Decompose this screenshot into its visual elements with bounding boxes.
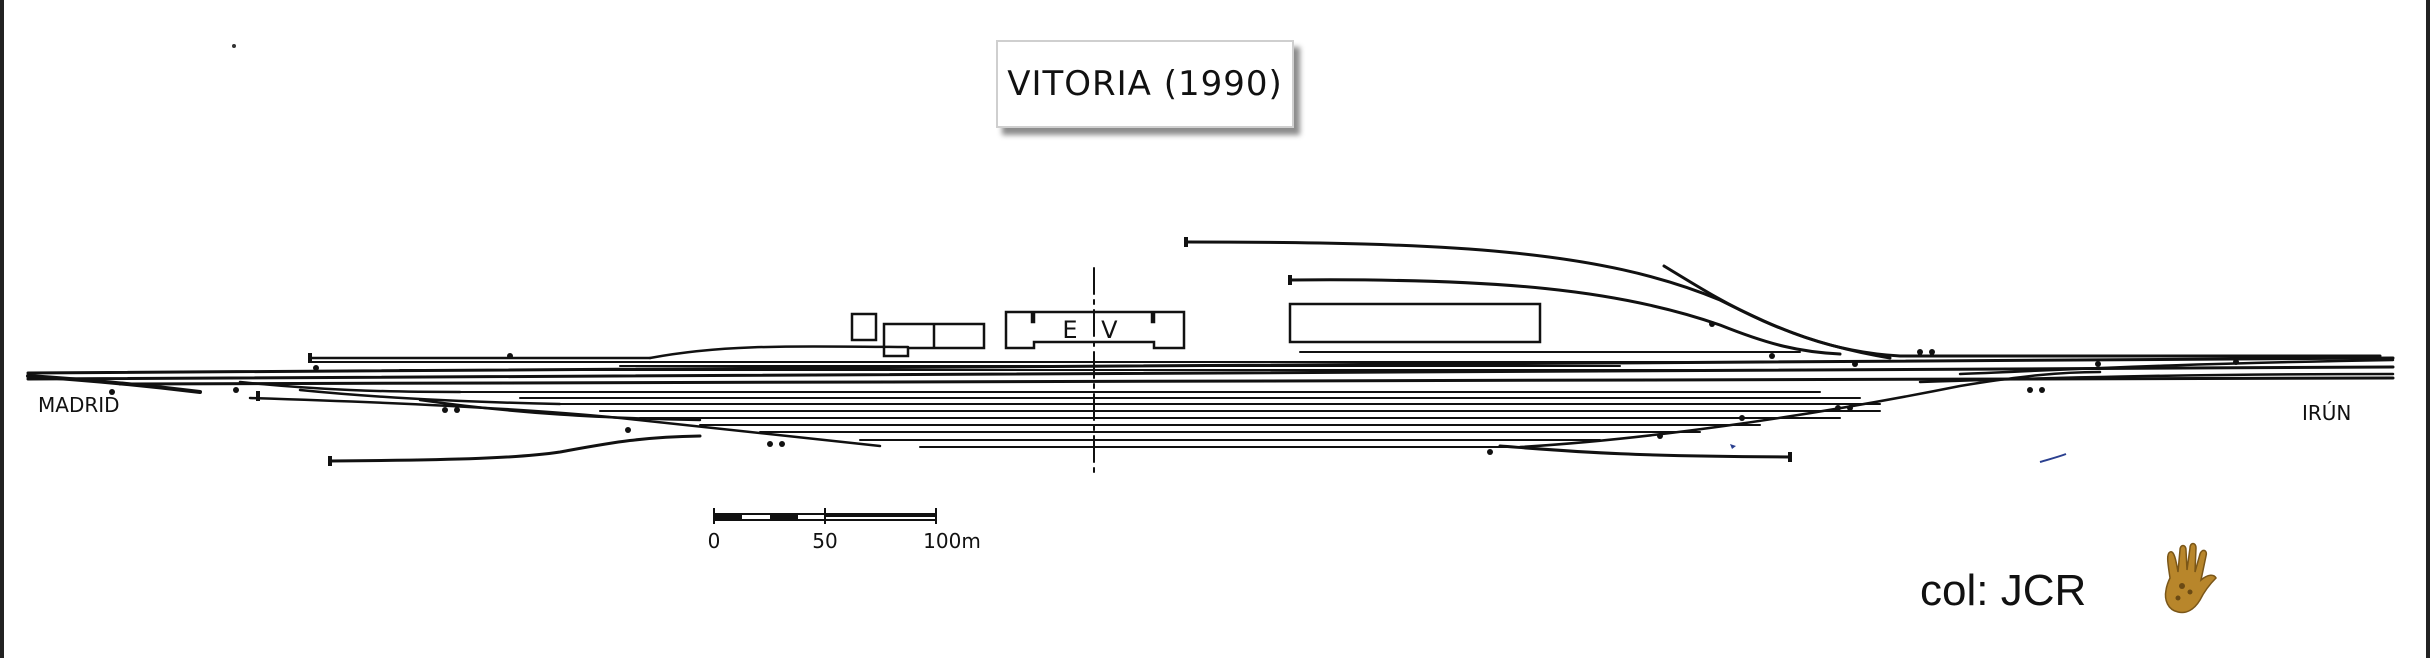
frame-left-border — [0, 0, 4, 658]
lower-loop-right — [1518, 370, 2102, 449]
signal — [109, 389, 115, 395]
upper-right-short-curve — [1288, 278, 1842, 356]
signal — [2095, 361, 2101, 367]
signal — [1847, 405, 1853, 411]
signal — [2233, 359, 2239, 365]
signal — [767, 441, 773, 447]
signal — [625, 427, 631, 433]
hand-icon — [2164, 542, 2217, 614]
stray-mark — [232, 44, 236, 48]
right-fan-2 — [1918, 372, 2395, 384]
signal — [1769, 353, 1775, 359]
buffer-stop — [1288, 275, 1292, 285]
signal — [1657, 433, 1663, 439]
goods-shed — [1288, 302, 1542, 344]
signal — [313, 365, 319, 371]
scale-label-50: 50 — [812, 529, 837, 553]
upper-right-spur — [1662, 264, 1892, 360]
scale-label-100: 100m — [923, 529, 981, 553]
stray-mark — [1730, 444, 1736, 449]
buffer-stop — [1788, 452, 1792, 462]
signals — [109, 321, 2239, 455]
signal — [1929, 349, 1935, 355]
building-small — [850, 312, 878, 342]
frame-right-border — [2426, 0, 2430, 658]
station-building — [1004, 310, 1186, 350]
signal — [1739, 415, 1745, 421]
buildings — [850, 302, 1542, 358]
irun-label: IRÚN — [2302, 401, 2351, 425]
scale-bar-segment — [825, 514, 936, 517]
signal — [1852, 361, 1858, 367]
diagram-title: VITORIA (1990) — [1007, 64, 1283, 104]
scale-label-0: 0 — [708, 529, 721, 553]
building-annex — [882, 322, 986, 358]
left-fan-3 — [418, 398, 702, 422]
station-label: E V — [1062, 316, 1125, 344]
credit-text: col: JCR — [1920, 566, 2087, 615]
bottom-siding-left — [328, 434, 702, 463]
left-lead — [26, 374, 202, 394]
upper-right-long-curve — [1184, 240, 2382, 358]
main-track-2 — [26, 365, 2395, 381]
title-box: VITORIA (1990) — [996, 40, 1294, 128]
signal — [2027, 387, 2033, 393]
signal — [1487, 449, 1493, 455]
signal — [454, 407, 460, 413]
left-fan-1 — [238, 380, 462, 394]
upper-siding-curve — [648, 345, 910, 360]
stray-mark — [2039, 453, 2067, 463]
signal — [2039, 387, 2045, 393]
bottom-siding-right — [1498, 444, 1792, 459]
right-fan-1 — [1958, 358, 2395, 376]
signal — [442, 407, 448, 413]
buffer-stop — [308, 353, 312, 363]
tracks — [26, 240, 2395, 479]
lower-loop — [248, 396, 882, 448]
buffer-stops — [256, 237, 1792, 466]
signal — [233, 387, 239, 393]
signal — [779, 441, 785, 447]
scale-bar: 0 50 100m — [708, 508, 981, 553]
signal — [1835, 405, 1841, 411]
buffer-stop — [328, 456, 332, 466]
signal — [507, 353, 513, 359]
madrid-label: MADRID — [38, 393, 120, 417]
scale-bar-segment — [714, 514, 742, 520]
buffer-stop — [256, 391, 260, 401]
signal — [1709, 321, 1715, 327]
signal — [1917, 349, 1923, 355]
buffer-stop — [1184, 237, 1188, 247]
scale-bar-segment — [770, 514, 798, 520]
